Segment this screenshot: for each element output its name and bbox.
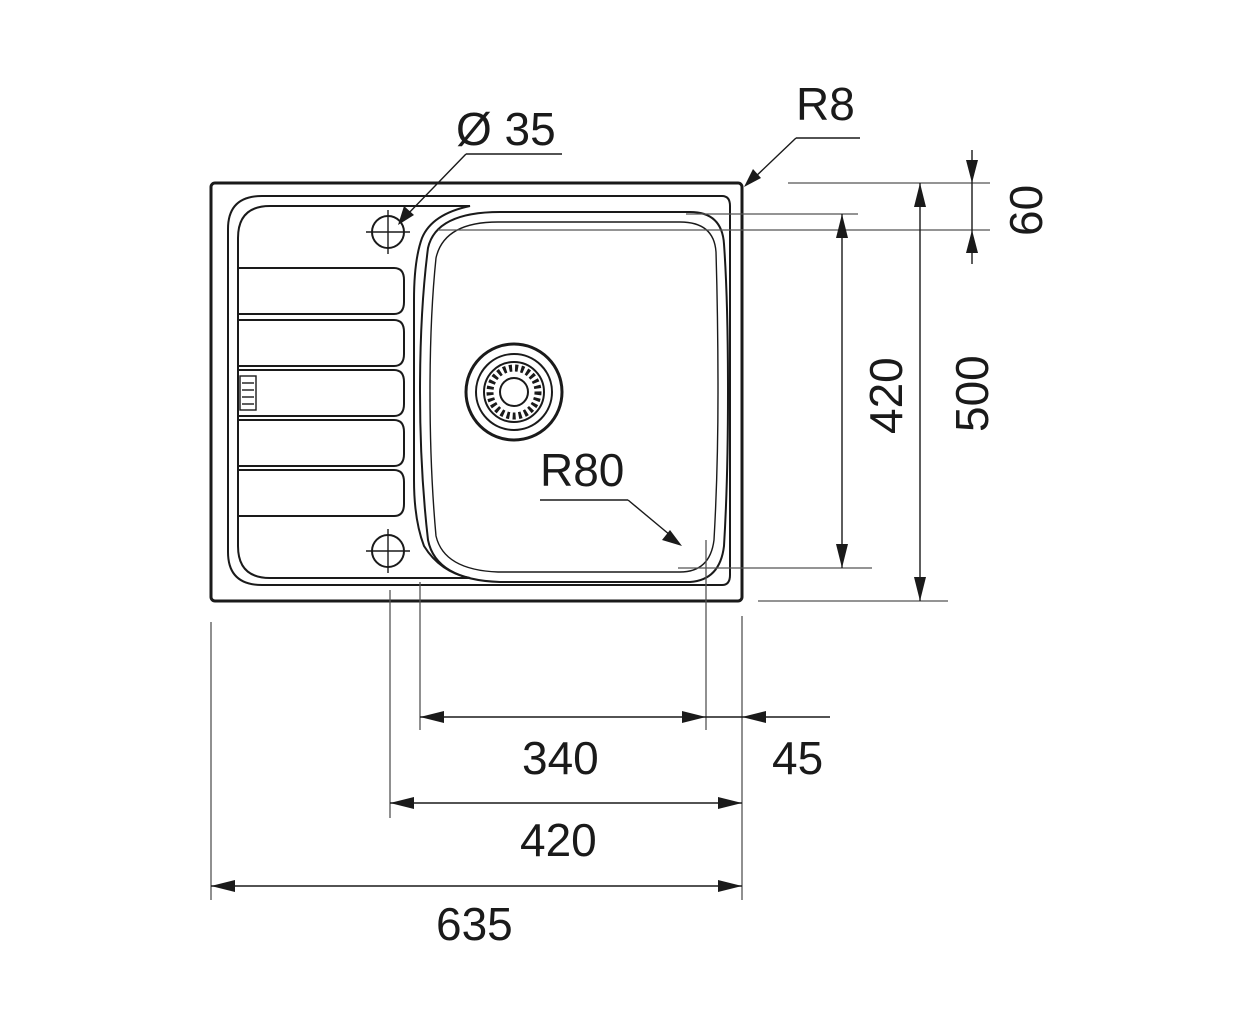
logo-plate-icon	[239, 375, 257, 411]
total-width-dimension	[211, 880, 742, 892]
bowl-height-dimension	[836, 214, 848, 568]
total-width-label: 635	[436, 898, 513, 950]
outer-radius-label: R8	[796, 78, 855, 130]
outer-radius-leader	[744, 137, 860, 187]
vertical-extension-lines	[438, 182, 990, 602]
tap-hole-top-icon	[366, 210, 410, 254]
total-height-dimension	[914, 183, 926, 601]
bowl-radius-label: R80	[540, 444, 624, 496]
sink-outline	[209, 181, 744, 603]
tap-hole-bottom-icon	[366, 529, 410, 573]
bowl-inner-width-dimension	[420, 711, 706, 723]
total-height-label: 500	[946, 355, 998, 432]
drain-strainer-icon	[464, 342, 564, 442]
drainer-panel	[237, 205, 471, 579]
rim-right-offset-dimension	[706, 711, 830, 723]
rim-offset-label: 60	[1000, 185, 1052, 236]
horizontal-extension-lines	[210, 540, 743, 900]
bowl-outer-width-dimension	[390, 797, 742, 809]
rim-right-offset-label: 45	[772, 732, 823, 784]
sink-bowl	[418, 211, 730, 583]
bowl-height-label: 420	[860, 357, 912, 434]
diameter-label: Ø 35	[456, 103, 556, 155]
rim-offset-dimension	[966, 150, 978, 264]
bowl-inner-width-label: 340	[522, 732, 599, 784]
bowl-radius-leader	[540, 499, 682, 546]
diameter-leader	[398, 153, 562, 225]
bowl-outer-width-label: 420	[520, 814, 597, 866]
